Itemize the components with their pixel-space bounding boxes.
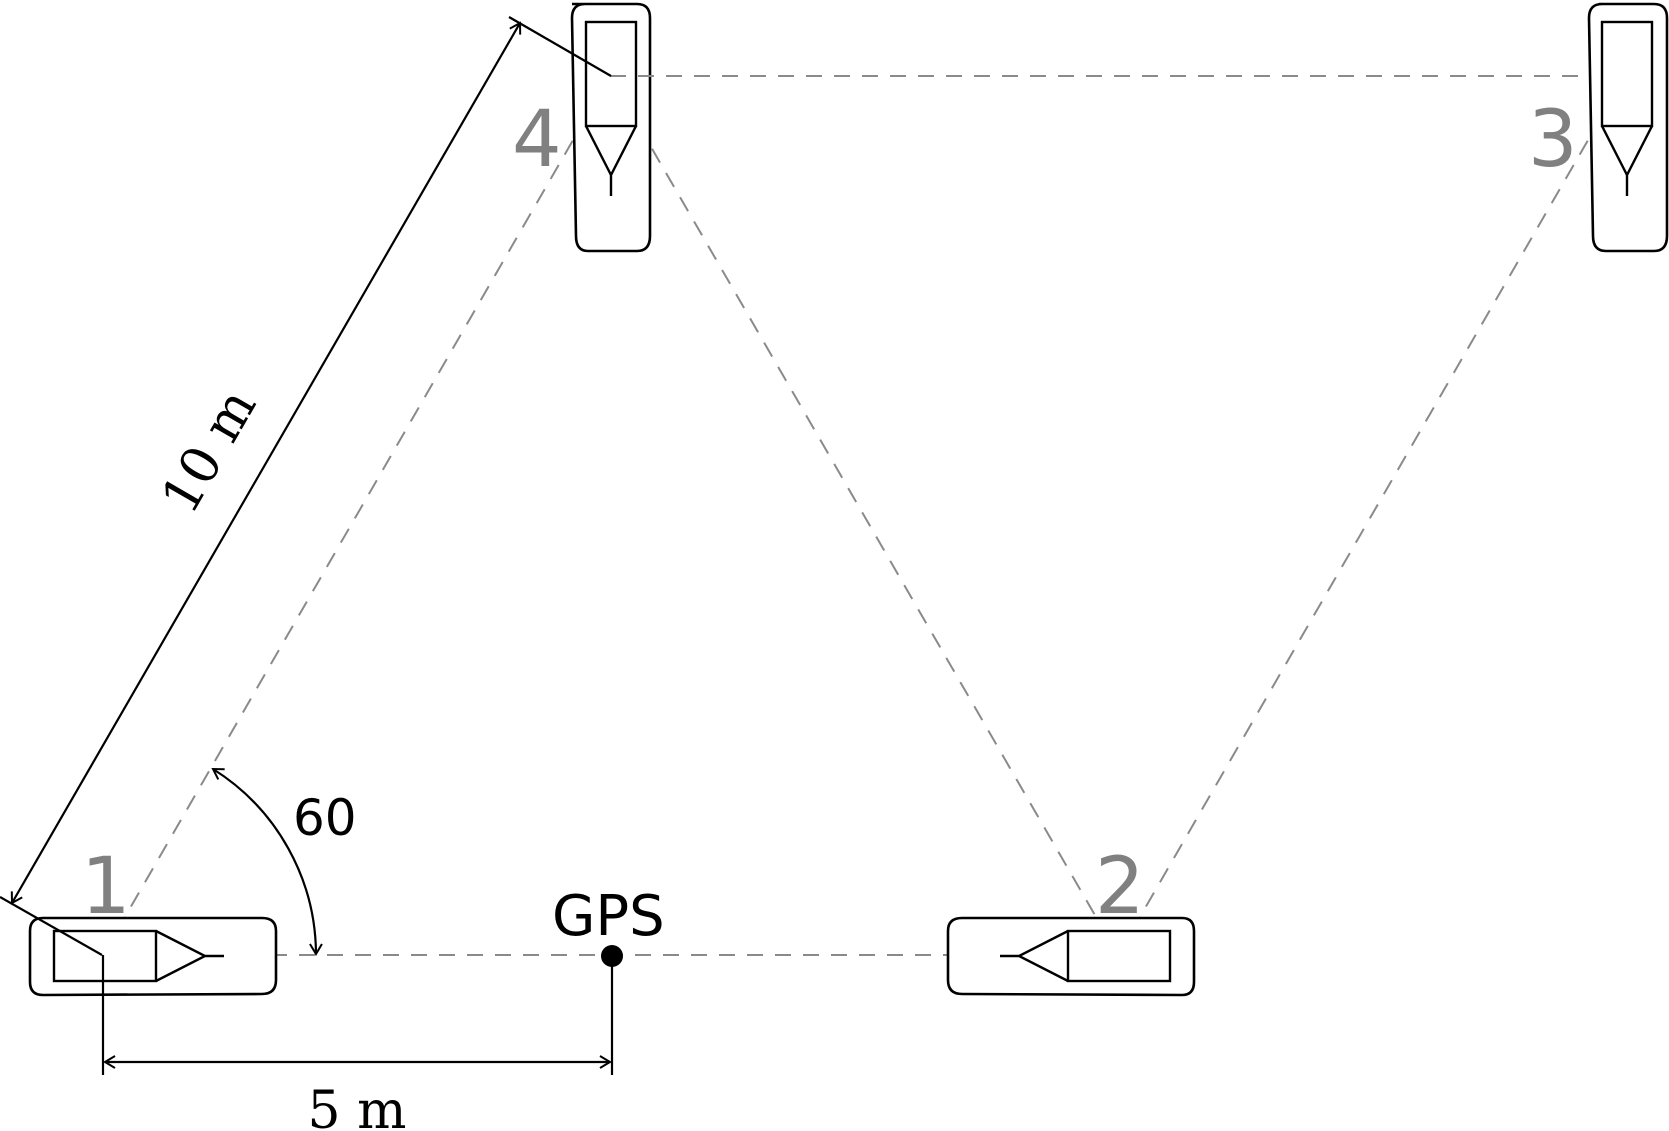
car-icon <box>570 2 652 253</box>
car-icon <box>28 916 278 997</box>
car-icon <box>1587 2 1669 253</box>
waypoint-2-label: 2 <box>1095 842 1145 932</box>
dimension-arrow-icon <box>10 21 522 905</box>
offset-label: 5 m <box>308 1081 407 1131</box>
gps-label: GPS <box>552 884 665 949</box>
waypoint-1-label: 1 <box>81 842 131 932</box>
path-segment-4-2 <box>609 75 1119 956</box>
path-segment-2-3 <box>1117 75 1626 956</box>
angle-label: 60 <box>293 789 357 847</box>
side-length-label: 10 m <box>150 379 268 523</box>
dimension-ext-1 <box>0 896 103 956</box>
waypoint-4-label: 4 <box>512 95 562 185</box>
car-icon <box>946 916 1196 997</box>
waypoint-3-label: 3 <box>1528 95 1578 185</box>
dimension-ext-4 <box>508 16 612 77</box>
